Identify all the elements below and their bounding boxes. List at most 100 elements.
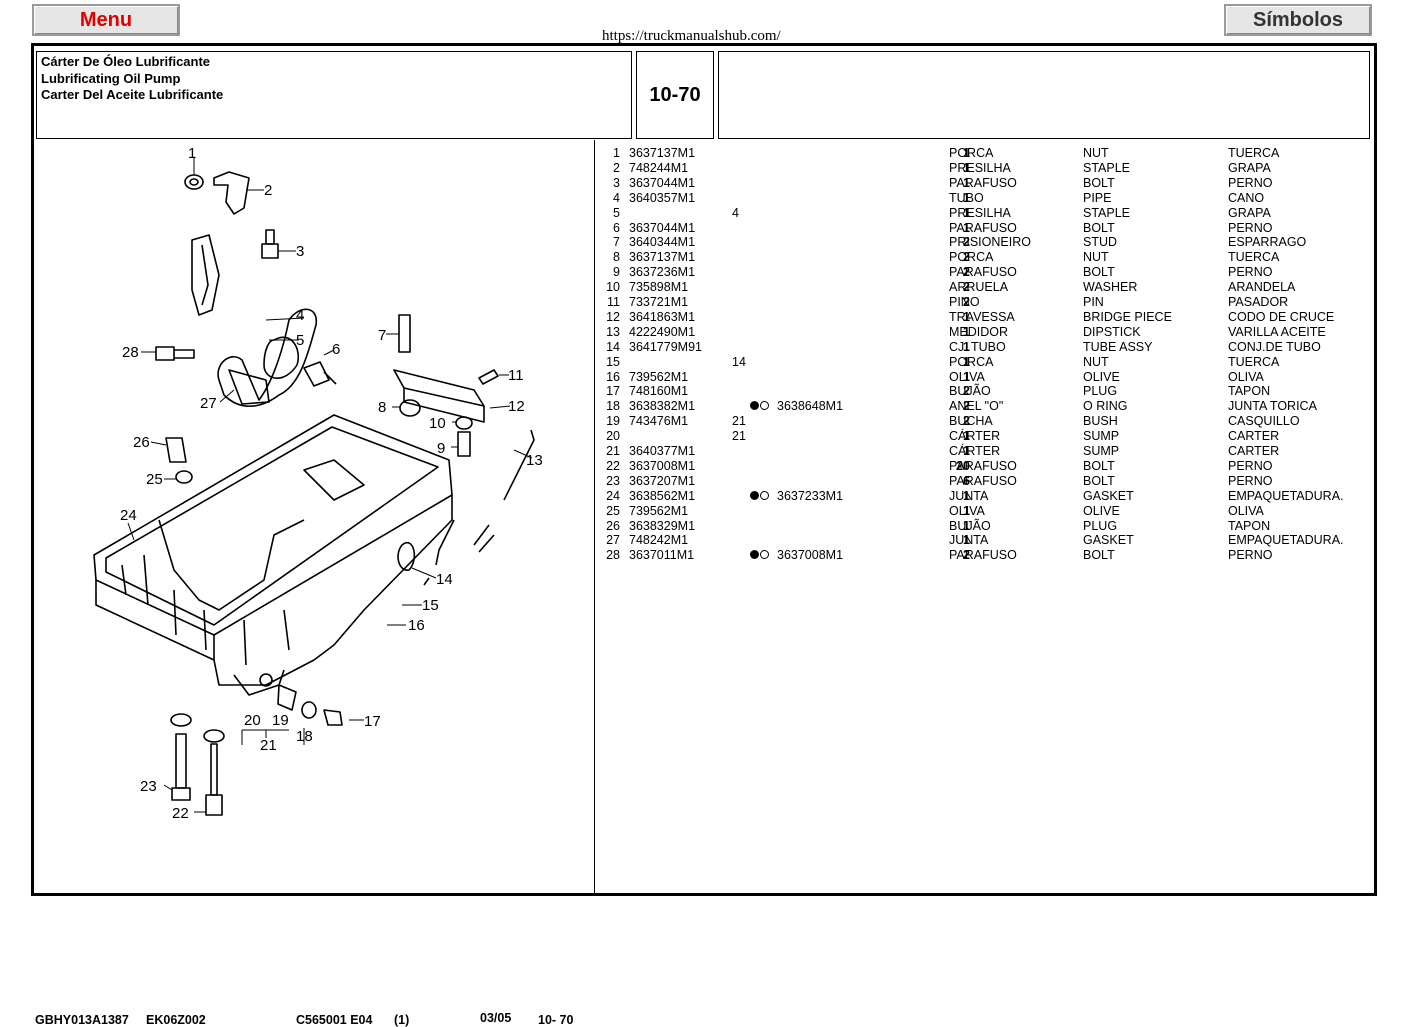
parts-en-cell: STAPLE [1083,160,1131,175]
parts-pt-cell: BUCHA [949,414,993,429]
parts-qty-cell: 20 [956,458,970,473]
parts-es-cell: CARTER [1228,429,1280,444]
parts-part-cell: 3638562M1 [629,488,696,503]
parts-qty-cell: 1 [963,146,970,160]
parts-es-cell: PERNO [1228,458,1273,473]
menu-button[interactable]: Menu [32,4,180,36]
parts-alt-cell: 3638648M1 [750,399,843,413]
parts-es-cell: PERNO [1228,548,1273,563]
callout-6: 6 [332,341,340,358]
parts-part-cell: 3637011M1 [629,548,695,563]
parts-es-cell: OLIVA [1228,369,1264,384]
parts-num-cell: 24 [606,488,620,503]
parts-pt-cell: PARAFUSO [949,265,1017,280]
callout-15: 15 [422,597,439,614]
parts-qty-cell: 1 [963,354,970,369]
parts-qty-cell: 1 [963,444,970,458]
parts-num-cell: 27 [606,533,620,548]
parts-num-cell: 21 [606,444,620,458]
parts-en-cell: STAPLE [1083,205,1131,220]
callout-7: 7 [378,327,386,344]
parts-en-cell: PIN [1083,295,1104,309]
parts-num-cell: 2 [613,160,620,175]
parts-en-cell: BOLT [1083,458,1115,473]
parts-pt-cell: PRISIONEIRO [949,235,1031,250]
parts-es-cell: GRAPA [1228,160,1271,175]
parts-pt-cell: PORCA [949,354,994,369]
callout-18: 18 [296,728,313,745]
callout-10: 10 [429,415,446,432]
parts-pt-cell: PARAFUSO [949,473,1017,488]
footer-date: 03/05 [480,1011,512,1025]
parts-en-cell: OLIVE [1083,503,1120,518]
parts-es-cell: CONJ.DE TUBO [1228,339,1321,354]
parts-en-cell: WASHER [1083,280,1138,295]
symbols-button[interactable]: Símbolos [1224,4,1372,36]
parts-part-cell: 3637207M1 [629,473,696,488]
parts-part-cell: 739562M1 [629,369,689,384]
parts-qty-cell: 1 [963,309,970,324]
parts-en-cell: OLIVE [1083,369,1120,384]
parts-pt-cell: PARAFUSO [949,220,1017,235]
parts-num-cell: 20 [606,429,620,444]
parts-en-cell: BOLT [1083,175,1115,190]
callout-28: 28 [122,344,139,361]
parts-pt-cell: PRESILHA [949,160,1011,175]
parts-qty-cell: 2 [963,399,970,414]
parts-num-cell: 11 [607,295,620,309]
parts-es-cell: PERNO [1228,473,1273,488]
footer-variant: (1) [394,1013,410,1027]
parts-qty-cell: 1 [963,190,970,205]
title-box: Cárter De Óleo Lubrificante Lubrificatin… [36,51,632,139]
parts-en-cell: DIPSTICK [1083,324,1141,339]
parts-part-cell: 3641863M1 [629,309,696,324]
callout-1: 1 [188,145,196,162]
parts-qty-cell: 1 [963,533,970,548]
parts-qty-cell: 2 [963,548,970,563]
parts-es-cell: CANO [1228,190,1265,205]
parts-es-cell: VARILLA ACEITE [1228,324,1326,339]
parts-num-cell: 26 [606,518,620,533]
callout-14: 14 [436,571,453,588]
parts-part-cell: 3638382M1 [629,399,696,414]
parts-num-cell: 9 [613,265,620,280]
parts-pt-cell: PRESILHA [949,205,1011,220]
parts-ref-cell: 21 [732,429,746,444]
parts-qty-cell: 2 [963,250,970,265]
section-code: 10-70 [636,51,714,139]
parts-qty-cell: 1 [963,488,970,503]
callout-21: 21 [260,737,277,754]
parts-pt-cell: OLIVA [949,503,985,518]
parts-pt-cell: PARAFUSO [949,548,1017,563]
callout-4: 4 [296,307,304,324]
parts-es-cell: CASQUILLO [1228,414,1300,429]
parts-part-cell: 3637137M1 [629,250,696,265]
parts-es-cell: JUNTA TORICA [1228,399,1317,414]
parts-es-cell: EMPAQUETADURA. [1228,533,1344,548]
diagram-panel: 1 2 3 4 5 6 7 8 9 10 11 12 13 14 15 16 1… [34,140,595,1027]
parts-qty-cell: 6 [963,473,970,488]
interchange-icon [750,399,770,413]
parts-pt-cell: PARAFUSO [949,175,1017,190]
parts-en-cell: BOLT [1083,473,1115,488]
parts-en-cell: BOLT [1083,265,1115,280]
callout-22: 22 [172,805,189,822]
header-blank-box [718,51,1370,139]
parts-ref-cell: 14 [732,354,746,369]
parts-part-cell: 3637044M1 [629,220,696,235]
site-url[interactable]: https://truckmanualshub.com/ [602,28,781,44]
parts-part-cell: 743476M1 [629,414,689,429]
footer-ref: EK06Z002 [146,1013,206,1027]
parts-part-cell: 3637236M1 [629,265,696,280]
parts-en-cell: TUBE ASSY [1083,339,1153,354]
parts-part-cell: 4222490M1 [629,324,696,339]
parts-num-cell: 10 [606,280,620,295]
parts-qty-cell: 2 [963,384,970,399]
parts-en-cell: BOLT [1083,548,1115,563]
parts-num-cell: 8 [613,250,620,265]
parts-part-cell: 3638329M1 [629,518,696,533]
parts-es-cell: TUERCA [1228,146,1280,160]
parts-qty-cell: 1 [963,175,970,190]
parts-num-cell: 7 [613,235,620,250]
parts-qty-cell: 2 [963,265,970,280]
